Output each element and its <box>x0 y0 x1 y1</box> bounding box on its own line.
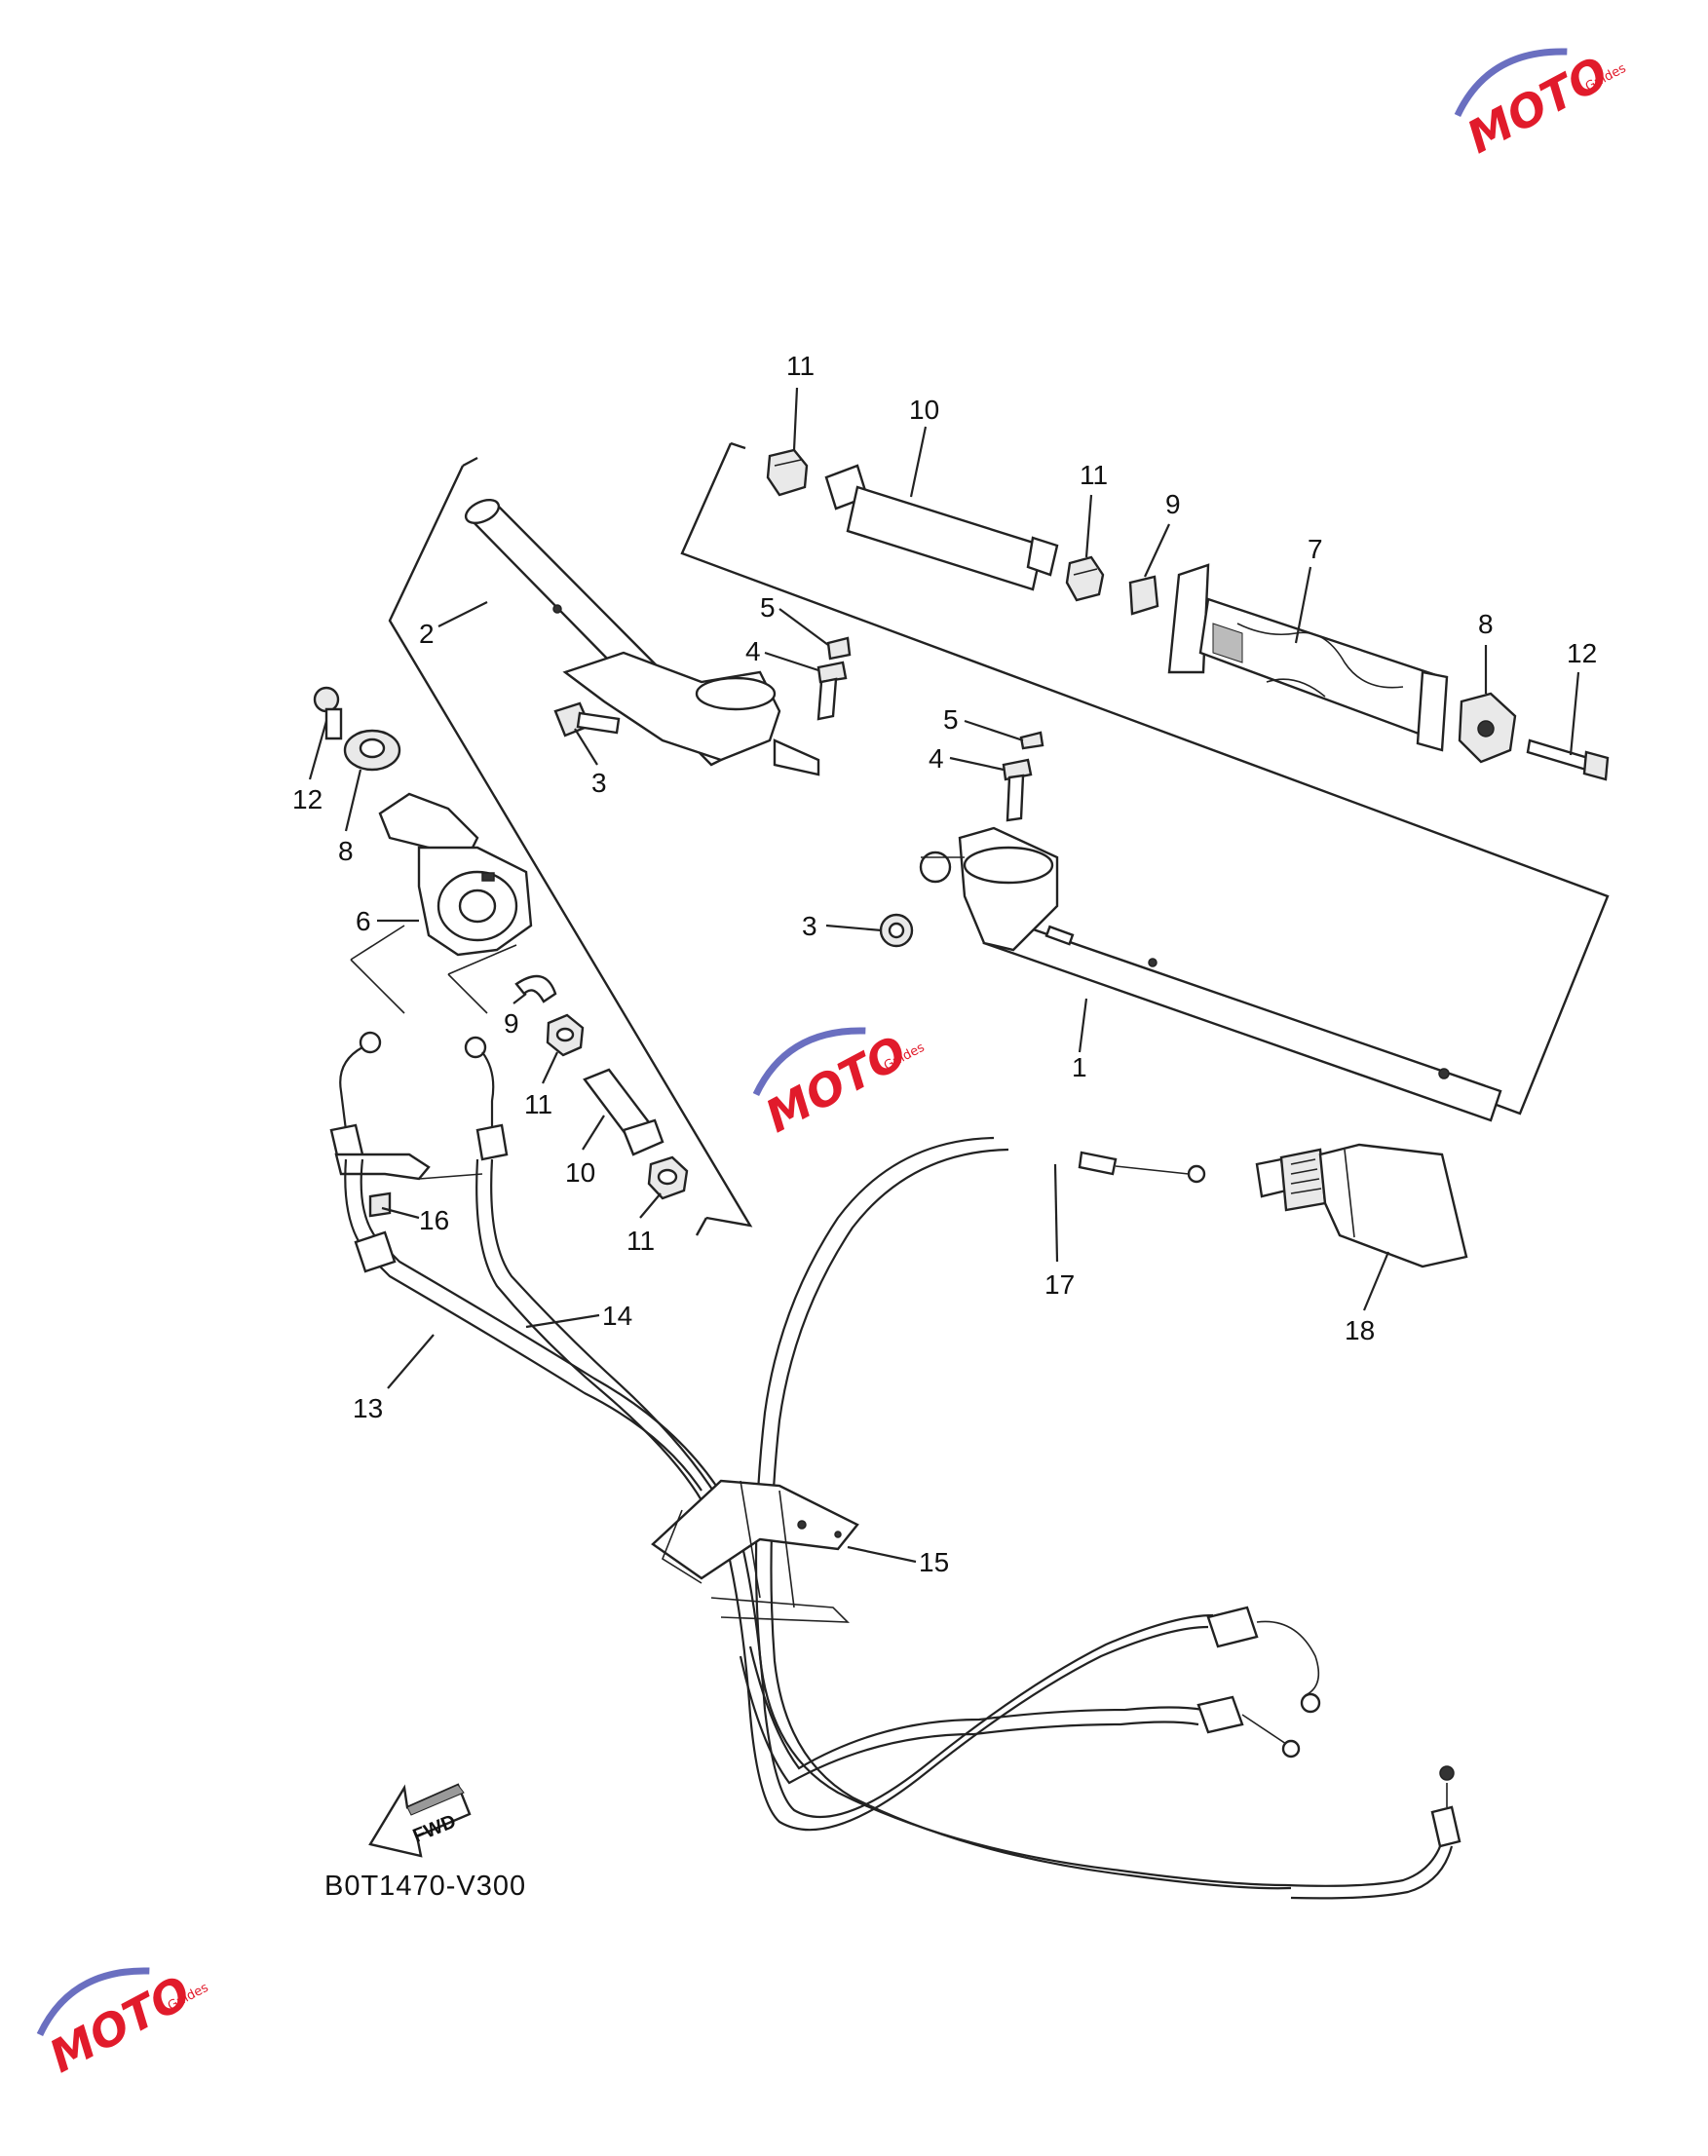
callout-9-left: 9 <box>504 1008 519 1039</box>
bolt-4-right <box>1002 758 1033 822</box>
callout-5-right: 5 <box>943 704 959 735</box>
watermark-top-right: MOTO Guides <box>1454 46 1629 164</box>
handlebar-2-left <box>464 498 820 776</box>
bar-end-8-left <box>343 729 401 772</box>
diagram-code: B0T1470-V300 <box>324 1871 526 1902</box>
callout-10-left: 10 <box>565 1157 595 1188</box>
clip-9-top <box>1128 575 1159 616</box>
callout-11-left: 11 <box>524 1089 552 1119</box>
bracket-15 <box>651 1479 859 1623</box>
callout-3-right: 3 <box>802 911 817 941</box>
callout-13: 13 <box>353 1393 383 1423</box>
throttle-cables-13-14 <box>344 1158 1321 1832</box>
callout-8-left: 8 <box>338 836 354 866</box>
nut-11-top <box>766 448 809 497</box>
bolt-12-left <box>313 686 343 740</box>
frame-right-assembly <box>680 441 1610 1116</box>
handlebar-1-right <box>919 826 1502 1122</box>
callout-5-left: 5 <box>760 592 776 623</box>
fwd-arrow-icon: FWD <box>368 1783 472 1858</box>
callout-1: 1 <box>1072 1052 1087 1082</box>
nut-11-mid <box>1065 555 1105 602</box>
svg-text:MOTO: MOTO <box>757 1025 916 1143</box>
callout-6: 6 <box>356 906 371 936</box>
washer-5-left <box>826 636 852 661</box>
callout-2: 2 <box>419 619 435 649</box>
nut-11-bottom <box>647 1155 689 1200</box>
watermark-bottom-left: MOTO Guides <box>36 1965 211 2083</box>
callout-10-top: 10 <box>909 395 939 425</box>
bar-end-weight-10-left <box>583 1068 664 1156</box>
callout-7: 7 <box>1308 534 1323 564</box>
bolt-3-right <box>879 913 914 948</box>
washer-5-right <box>1019 731 1044 750</box>
bolt-4-left <box>816 661 848 721</box>
callout-labels: 11 10 11 9 7 8 12 5 4 2 3 5 4 3 1 12 8 6… <box>292 351 1597 1577</box>
grip-7 <box>1167 563 1449 752</box>
callout-4-left: 4 <box>745 636 761 666</box>
callout-11-bottom: 11 <box>626 1226 655 1256</box>
throttle-grip-6 <box>378 792 533 957</box>
svg-text:MOTO: MOTO <box>41 1965 200 2083</box>
svg-text:MOTO: MOTO <box>1459 46 1617 164</box>
callout-4-right: 4 <box>929 743 944 774</box>
callout-8-right: 8 <box>1478 609 1494 639</box>
callout-18: 18 <box>1345 1315 1375 1345</box>
callout-9-top: 9 <box>1165 489 1181 519</box>
callout-3-left: 3 <box>591 768 607 798</box>
bolt-12-right <box>1526 738 1610 781</box>
callout-14: 14 <box>602 1301 632 1331</box>
callout-11-top: 11 <box>786 351 815 381</box>
bracket-16 <box>334 1153 483 1218</box>
nut-11-left <box>546 1013 585 1057</box>
callout-12-left: 12 <box>292 784 323 814</box>
bar-end-8-right <box>1458 692 1517 764</box>
callout-15: 15 <box>919 1547 949 1577</box>
bolt-3-left <box>553 701 621 738</box>
cable-ends-upper <box>329 925 517 1161</box>
switch-18 <box>1255 1143 1468 1268</box>
frame-left-assembly <box>388 456 753 1236</box>
watermark-center: MOTO Guides <box>752 1025 928 1143</box>
clip-9-left <box>514 974 557 1003</box>
bar-end-weight-10-top <box>824 464 1059 591</box>
callout-17: 17 <box>1044 1269 1075 1300</box>
cable-17 <box>754 1136 1461 1900</box>
callout-11-mid: 11 <box>1080 460 1108 490</box>
callout-16: 16 <box>419 1205 449 1235</box>
leader-lines <box>308 387 1580 1564</box>
callout-12-right: 12 <box>1567 638 1597 668</box>
